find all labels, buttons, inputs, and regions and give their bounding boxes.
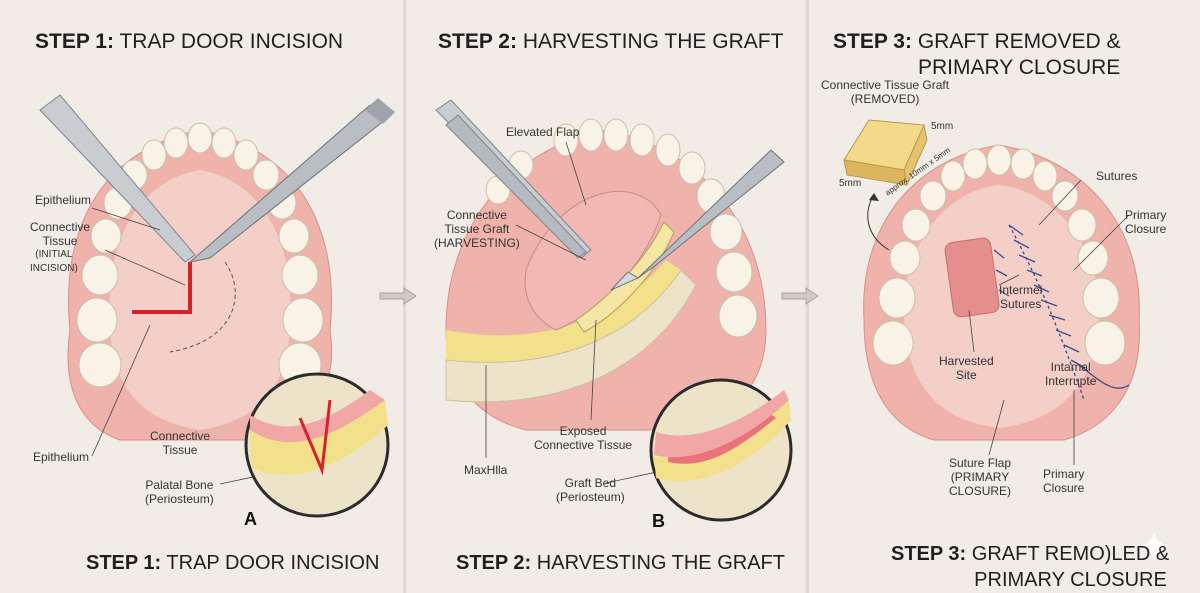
step-1-heading: STEP 1: TRAP DOOR INCISION	[35, 29, 343, 55]
sparkle-icon	[1141, 532, 1167, 560]
magnified-view-b	[649, 378, 793, 522]
right-arrow-icon	[781, 287, 819, 305]
label-connective-tissue: Connective Tissue	[30, 220, 91, 248]
label-elevated-flap: Elevated Flap	[506, 125, 580, 139]
suture-lines	[993, 224, 1130, 401]
maxilla-bone-layer	[445, 269, 697, 403]
step-1-number: STEP 1:	[35, 30, 114, 53]
label-primary-closure-bottom: Primary Closure	[1043, 467, 1085, 495]
label-connective-tissue-center: Connective Tissue	[150, 429, 211, 457]
magnifier-letter-b: B	[652, 511, 665, 531]
label-graft-removed: Connective Tissue Graft (REMOVED)	[821, 78, 950, 106]
scalpel-icon	[39, 94, 196, 263]
step-2-heading: STEP 2: HARVESTING THE GRAFT	[438, 29, 783, 55]
step-2-caption-number: STEP 2:	[456, 552, 532, 574]
scalpel-icon	[610, 149, 785, 291]
arrow-head-icon	[869, 193, 879, 201]
panel-1-illustration	[39, 94, 395, 518]
step-2-title: HARVESTING THE GRAFT	[522, 30, 784, 53]
magnifier-letter-a: A	[244, 509, 257, 529]
right-arrow-icon	[379, 287, 417, 305]
teeth-row	[76, 122, 324, 388]
removed-graft-block	[843, 119, 928, 187]
step-3-caption: STEP 3: GRAFT REMO)LED & PRIMARY CLOSURE	[891, 541, 1169, 593]
label-exposed-ct: Exposed Connective Tissue	[534, 424, 633, 452]
panel-3-illustration	[843, 119, 1167, 560]
teeth-row-2	[485, 118, 758, 338]
step-2-number: STEP 2:	[438, 30, 517, 53]
palate-surface	[109, 170, 291, 430]
panel-step-1: STEP 1: TRAP DOOR INCISION Epithelium Co…	[0, 0, 403, 593]
step-3-caption-title: GRAFT REMO)LED & PRIMARY CLOSURE	[971, 543, 1170, 591]
step-1-caption-title: TRAP DOOR INCISION	[166, 552, 380, 574]
label-palatal-bone: Palatal Bone (Periosteum)	[145, 478, 214, 506]
step-1-caption: STEP 1: TRAP DOOR INCISION	[86, 550, 379, 576]
label-internal-interrupted: Intarnal Interrupte	[1045, 360, 1097, 388]
label-internal-sutures: Intermel Sutures	[999, 283, 1043, 311]
step-3-heading: STEP 3: GRAFT REMOVED & PRIMARY CLOSURE	[833, 29, 1120, 81]
step-2-caption: STEP 2: HARVESTING THE GRAFT	[456, 550, 785, 576]
label-sutures: Sutures	[1096, 169, 1138, 183]
graft-strip	[575, 221, 675, 333]
label-dimension-5mm-right: 5mm	[931, 121, 954, 132]
label-graft-bed: Graft Bed (Periosteum)	[556, 476, 625, 504]
label-harvested-site: Harvested Site	[939, 354, 994, 382]
label-dimension-5mm-left: 5mm	[839, 178, 862, 189]
step-1-caption-number: STEP 1:	[86, 552, 162, 574]
forceps-icon	[188, 98, 395, 263]
panel-step-3: STEP 3: GRAFT REMOVED & PRIMARY CLOSURE …	[809, 0, 1200, 593]
flap-direction-arrow	[169, 261, 236, 353]
step-3-number: STEP 3:	[833, 30, 912, 53]
label-primary-closure-right: Primary Closure	[1125, 208, 1167, 236]
panel-2-illustration	[435, 99, 793, 522]
step-3-caption-number: STEP 3:	[891, 543, 967, 565]
step-1-title: TRAP DOOR INCISION	[119, 30, 344, 53]
magnified-view-a	[244, 372, 390, 518]
label-epithelium-bottom: Epithelium	[33, 450, 90, 464]
label-initial-incision: (INITIAL INCISION)	[30, 249, 78, 274]
panel-step-2: STEP 2: HARVESTING THE GRAFT Elevated Fl…	[406, 0, 806, 593]
step-3-title: GRAFT REMOVED & PRIMARY CLOSURE	[917, 30, 1121, 79]
teeth-row-3	[872, 144, 1126, 366]
label-suture-flap: Suture Flap (PRIMARY CLOSURE)	[949, 456, 1012, 498]
forceps-icon	[435, 99, 592, 259]
label-graft-harvesting: Connective Tissue Graft (HARVESTING)	[434, 208, 520, 250]
label-epithelium-top: Epithelium	[35, 193, 92, 207]
trap-door-incision	[132, 262, 192, 314]
connective-tissue-layer	[446, 260, 681, 363]
step-2-caption-title: HARVESTING THE GRAFT	[536, 552, 785, 574]
harvested-site-shape	[944, 237, 1000, 318]
panel-3-leader-lines	[968, 179, 1130, 465]
label-maxilla: MaxHlla	[464, 463, 508, 477]
